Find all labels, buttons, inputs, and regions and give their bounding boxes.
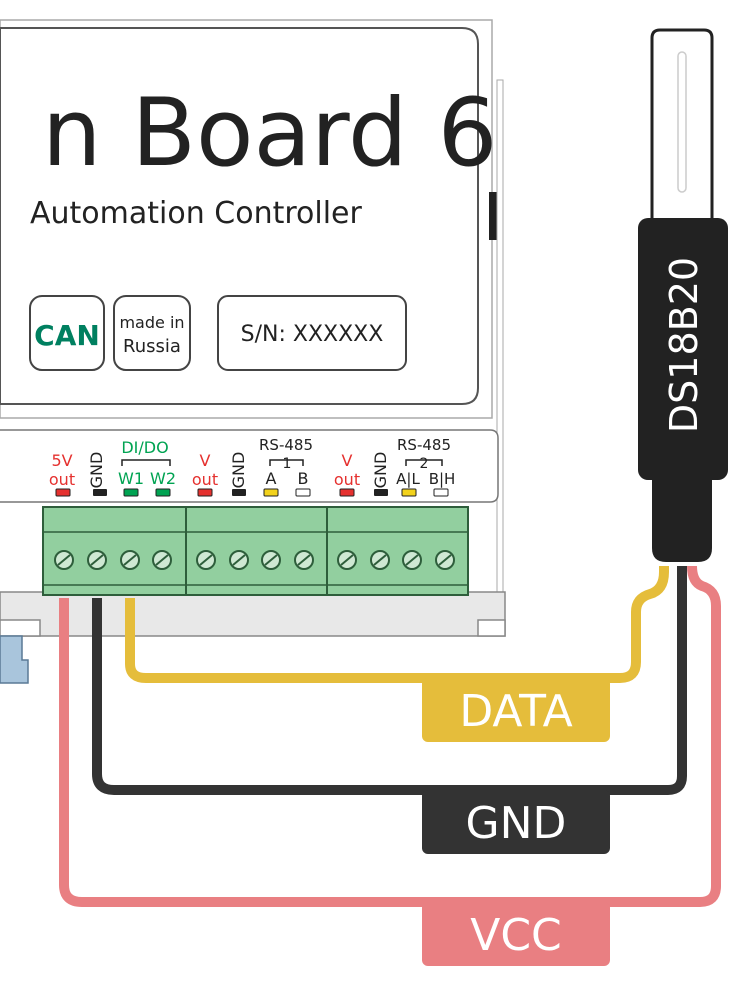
terminal-label-strip (0, 429, 499, 503)
gnd-label-tag: GND (422, 790, 610, 854)
label-v-out-1: out (192, 470, 218, 489)
rs485-1-bracket (269, 459, 304, 466)
terminal-blocks (42, 506, 469, 596)
led-a-1 (263, 488, 279, 497)
data-wire (125, 566, 669, 683)
vcc-wire (59, 565, 721, 907)
data-label: DATA (459, 686, 572, 737)
made-in-badge-frame (113, 295, 191, 371)
terminal-screw-gnd-2 (229, 550, 249, 570)
label-w2: W2 (150, 469, 176, 488)
label-gnd-1: GND (87, 452, 106, 489)
label-b-h: B|H (429, 470, 456, 488)
gnd-label-bg (422, 790, 610, 854)
led-b-1 (295, 488, 311, 497)
board-subtitle: Automation Controller (30, 196, 362, 231)
made-in-line1: made in (119, 313, 184, 332)
ds18b20-sensor: DS18B20 (638, 28, 728, 562)
dido-bracket (121, 459, 171, 466)
sensor-probe-highlight (677, 51, 687, 193)
sensor-sleeve (638, 218, 728, 480)
terminal-screw-5v (54, 550, 74, 570)
made-in-badge: made in Russia (113, 295, 191, 371)
label-rs485-1-num: 1 (283, 456, 292, 472)
terminal-screw-v-1 (196, 550, 216, 570)
terminal-screw-w1 (120, 550, 140, 570)
label-gnd-3: GND (371, 452, 390, 489)
label-b-1: B (298, 469, 309, 488)
terminal-screw-a-1 (261, 550, 281, 570)
board-title: n Board 6 (42, 79, 497, 188)
gnd-wire (92, 566, 687, 795)
label-v-2: V (342, 451, 353, 470)
label-w1: W1 (118, 469, 144, 488)
led-gnd-3 (374, 489, 388, 496)
terminal-screw-gnd-1 (87, 550, 107, 570)
sensor-name: DS18B20 (662, 257, 706, 433)
housing-notch-left (0, 619, 41, 637)
housing-base (0, 591, 506, 637)
vcc-label: VCC (470, 910, 562, 961)
lower-housing (0, 591, 506, 684)
made-in-line2: Russia (123, 336, 181, 357)
label-v-1: V (200, 451, 211, 470)
housing-notch-right (477, 619, 506, 637)
label-rs485-2: RS-485 (397, 436, 451, 454)
board-side-rail (496, 79, 504, 621)
led-w2 (155, 488, 171, 497)
din-rail-clip (0, 635, 29, 684)
can-badge-frame (29, 295, 105, 371)
data-label-tag: DATA (422, 678, 610, 742)
rs485-2-bracket (405, 459, 443, 466)
terminal-screw-v-2 (337, 550, 357, 570)
terminal-screw-gnd-3 (370, 550, 390, 570)
vcc-label-tag: VCC (422, 902, 610, 966)
led-gnd-2 (232, 489, 246, 496)
label-di-do: DI/DO (121, 438, 168, 457)
led-a-l (401, 488, 417, 497)
led-w1 (123, 488, 139, 497)
label-gnd-2: GND (229, 452, 248, 489)
terminal-screw-a-l (402, 550, 422, 570)
label-rs485-1: RS-485 (259, 436, 313, 454)
can-logo: CAN (34, 319, 100, 352)
vcc-label-bg (422, 902, 610, 966)
terminal-labels: 5V out GND DI/DO W1 W2 V out GND RS-485 … (49, 436, 455, 489)
led-v-out-1 (197, 488, 213, 497)
wires (59, 565, 721, 907)
can-badge: CAN (29, 295, 105, 371)
terminal-screw-b-1 (294, 550, 314, 570)
board-side-clip (489, 192, 498, 240)
terminal-screw-w2 (152, 550, 172, 570)
led-b-h (433, 488, 449, 497)
indicator-leds (55, 488, 449, 497)
serial-badge-frame (217, 295, 407, 371)
serial-badge: S/N: XXXXXX (217, 295, 407, 371)
label-a-1: A (266, 469, 277, 488)
led-gnd-1 (93, 489, 107, 496)
label-5v-out: out (49, 470, 75, 489)
led-5v-out (55, 488, 71, 497)
label-5v: 5V (51, 451, 72, 470)
label-rs485-2-num: 2 (420, 456, 429, 472)
label-v-out-2: out (334, 470, 360, 489)
led-v-out-2 (339, 488, 355, 497)
data-label-bg (422, 678, 610, 742)
terminal-screw-b-h (435, 550, 455, 570)
sensor-cable-boot (652, 478, 712, 562)
gnd-label: GND (466, 798, 567, 849)
label-a-l: A|L (396, 470, 420, 488)
serial-number: S/N: XXXXXX (241, 322, 384, 347)
